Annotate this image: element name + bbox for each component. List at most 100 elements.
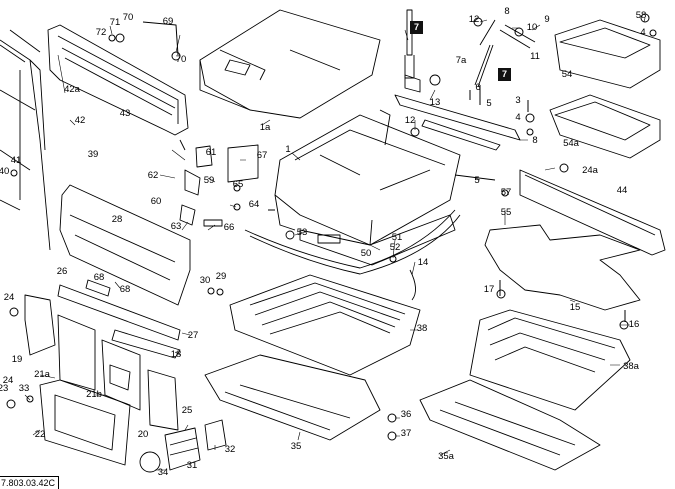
callout-37: 37 [400,428,412,439]
callout-66: 66 [223,222,235,233]
callout-21a: 21a [34,369,50,380]
callout-51: 51 [391,232,403,243]
callout-54a: 54a [563,138,579,149]
callout-15: 15 [569,302,581,313]
callout-24-upper: 24 [3,292,15,303]
callout-60: 60 [150,196,162,207]
frame-structure [0,29,51,251]
callout-52: 52 [389,242,401,253]
trim-panel-43 [47,24,189,136]
callout-box-7-lower: 7 [498,68,511,81]
seat-box-1 [274,114,461,266]
callout-59: 59 [203,175,215,186]
callout-11: 11 [530,51,540,62]
callout-1a: 1a [259,122,271,133]
callout-1: 1 [285,144,291,155]
drawing-reference-code: 7.803.03.42C [0,476,60,489]
callout-72: 72 [95,27,107,38]
callout-55: 55 [500,207,512,218]
callout-27: 27 [187,330,199,341]
callout-64: 64 [248,199,260,210]
fasteners [6,13,657,441]
callout-box-7-upper: 7 [410,21,423,34]
callout-41: 41 [10,155,22,166]
callout-43: 43 [119,108,131,119]
callout-28: 28 [111,214,123,225]
ring-34 [139,451,161,473]
callout-4-left: 4 [515,112,521,123]
bracket-19 [24,294,56,356]
callout-22: 22 [34,429,46,440]
callout-9: 9 [544,14,550,25]
callout-23: 23 [0,383,9,394]
callout-38: 38 [416,323,428,334]
floor-mat-35a [419,379,601,471]
callout-6: 6 [475,82,481,93]
floor-plate-15 [484,224,641,311]
callout-35: 35 [290,441,302,452]
hinge-bars [379,74,521,181]
gas-struts [404,9,536,88]
callout-7a: 7a [455,55,467,66]
callout-39: 39 [87,149,99,160]
callout-17: 17 [483,284,495,295]
callout-69: 69 [162,16,174,27]
callout-14: 14 [417,257,429,268]
callout-33: 33 [18,383,30,394]
callout-67: 67 [256,150,268,161]
callout-53: 53 [296,227,308,238]
callout-42: 42 [74,115,86,126]
callout-58: 58 [635,10,647,21]
door-22 [39,379,131,466]
callout-29: 29 [215,271,227,282]
callout-63: 63 [170,221,182,232]
callout-61: 61 [205,147,217,158]
callout-68-upper: 68 [93,272,105,283]
callout-24-lower: 24 [2,375,14,386]
callout-25: 25 [181,405,193,416]
panel-21b [101,339,141,411]
callout-44: 44 [616,185,628,196]
callout-62: 62 [147,170,159,181]
callout-13: 13 [429,97,441,108]
panel-28 [59,184,191,306]
panel-21a [57,314,96,391]
cover-1a [199,9,381,119]
small-bracket-parts [179,139,275,227]
callout-65: 65 [232,179,244,190]
callout-5b: 5 [474,175,480,186]
callout-26: 26 [56,266,68,277]
callout-36: 36 [400,409,412,420]
bracket-20 [147,369,179,431]
bellows-31 [164,427,201,471]
callout-2: 8 [532,135,538,146]
callout-70-bottom: 70 [175,54,187,65]
callout-3: 3 [515,95,521,106]
callout-19: 19 [11,354,23,365]
lid-54a [549,94,661,159]
callout-70-top: 70 [122,12,134,23]
callout-34: 34 [157,467,169,478]
callout-38a: 38a [623,361,639,372]
callout-50: 50 [360,248,372,259]
lid-54 [554,19,661,89]
seal-14 [244,209,461,301]
tube-27 [57,279,181,359]
callout-24a: 24a [582,165,598,176]
callout-18: 18 [170,349,182,360]
mat-38 [229,274,421,376]
callout-30: 30 [199,275,211,286]
callout-35a: 35a [438,451,454,462]
floor-mat-35 [204,354,381,441]
callout-57: 57 [500,187,512,198]
callout-4-right: 4 [640,27,646,38]
callout-54: 54 [561,69,573,80]
callout-71: 71 [109,17,121,28]
callout-40: 40 [0,166,10,177]
callout-8: 8 [504,6,510,17]
gasket-32 [204,419,227,451]
callout-12-mid: 12 [404,115,416,126]
callout-10: 10 [526,22,538,33]
